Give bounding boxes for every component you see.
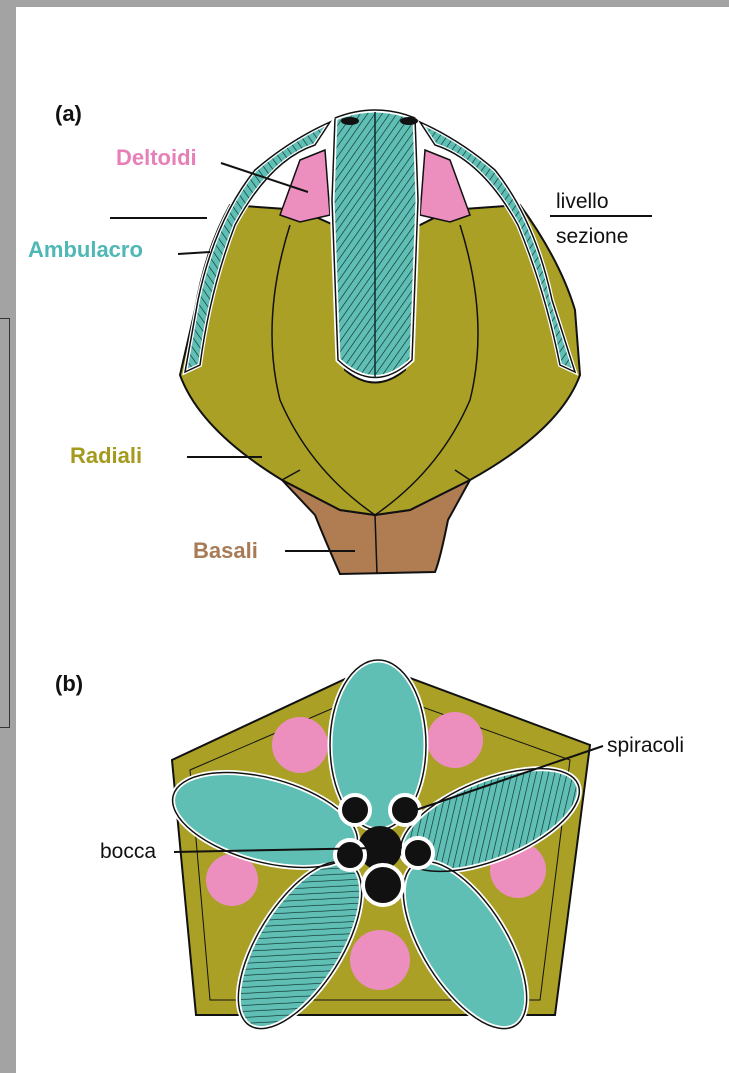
- spiracle: [363, 865, 403, 905]
- label-ambulacro: Ambulacro: [28, 237, 143, 262]
- label-radiali: Radiali: [70, 443, 142, 468]
- figure-b: (b): [55, 660, 684, 1048]
- label-sezione: sezione: [556, 225, 628, 248]
- label-basali: Basali: [193, 538, 258, 563]
- spiracle: [340, 795, 370, 825]
- figure-a: (a) Deltoidi Ambulacro livello sezione: [28, 101, 652, 574]
- label-livello: livello: [556, 190, 609, 213]
- label-bocca: bocca: [100, 840, 156, 863]
- spiracle: [335, 840, 365, 870]
- panel-a-label: (a): [55, 101, 82, 126]
- label-deltoidi: Deltoidi: [116, 145, 197, 170]
- label-spiracoli: spiracoli: [607, 734, 684, 757]
- spiracle: [403, 838, 433, 868]
- panel-b-label: (b): [55, 671, 83, 696]
